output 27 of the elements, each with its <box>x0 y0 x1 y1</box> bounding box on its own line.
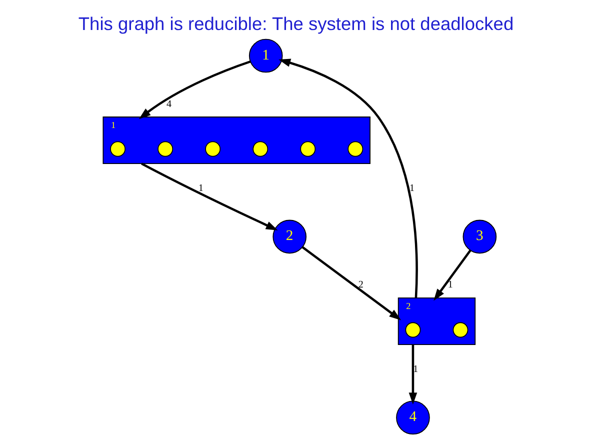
node-circle <box>110 141 126 157</box>
edge-label: 1 <box>410 182 415 194</box>
node-circle <box>300 141 316 157</box>
node-circle <box>158 141 174 157</box>
diagram-title: This graph is reducible: The system is not deadlocked <box>78 13 514 34</box>
edge-label: 1 <box>448 280 453 291</box>
node-circle <box>405 322 421 338</box>
arrow <box>434 250 472 301</box>
edge-label: 1 <box>198 182 204 194</box>
node-circle: 1 <box>248 38 283 73</box>
node-circle <box>452 322 468 338</box>
edge-label: 2 <box>358 280 364 291</box>
node-circle <box>348 141 364 157</box>
edge-label: 1 <box>413 364 418 375</box>
arrow <box>278 58 418 298</box>
arrow <box>138 60 251 120</box>
cluster: 1 <box>102 116 370 164</box>
node-circle: 4 <box>396 400 430 435</box>
node-circle: 2 <box>272 220 306 254</box>
node-circle <box>205 141 221 157</box>
node-circle <box>252 141 268 157</box>
cluster: 2 <box>398 297 476 345</box>
arrow <box>408 344 418 404</box>
node-circle: 3 <box>462 220 497 254</box>
arrow <box>141 162 278 230</box>
edge-label: 4 <box>166 98 172 110</box>
arrow <box>302 246 402 320</box>
